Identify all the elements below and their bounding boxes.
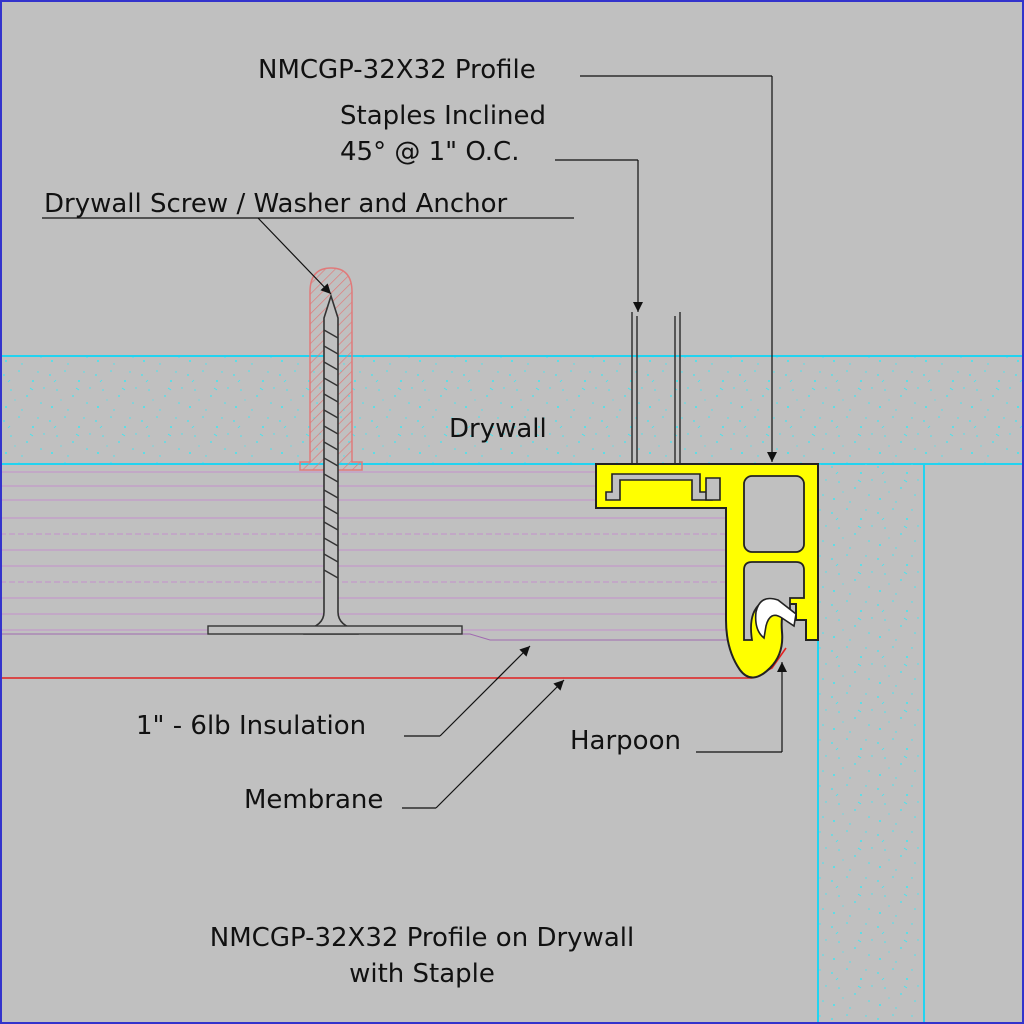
label-harpoon: Harpoon [570, 726, 681, 756]
label-staples-line2: 45° @ 1" O.C. [340, 137, 519, 167]
label-staples-line1: Staples Inclined [340, 101, 546, 131]
profile-nmcgp [595, 463, 819, 679]
leader-harpoon [696, 662, 787, 753]
drywall-vertical [817, 464, 925, 1024]
leader-profile [580, 75, 777, 462]
leader-staples [555, 159, 643, 312]
label-drywall: Drywall [449, 414, 547, 444]
caption-line2: with Staple [349, 959, 495, 989]
leader-membrane [402, 679, 565, 809]
washer-plate [207, 625, 463, 635]
leader-insulation [404, 645, 531, 737]
label-insulation: 1" - 6lb Insulation [136, 711, 366, 741]
label-membrane: Membrane [244, 785, 383, 815]
leader-screw [42, 217, 574, 295]
drywall-horizontal [0, 355, 1024, 465]
label-profile: NMCGP-32X32 Profile [258, 55, 536, 85]
label-screw: Drywall Screw / Washer and Anchor [44, 189, 508, 219]
caption-line1: NMCGP-32X32 Profile on Drywall [210, 923, 634, 953]
